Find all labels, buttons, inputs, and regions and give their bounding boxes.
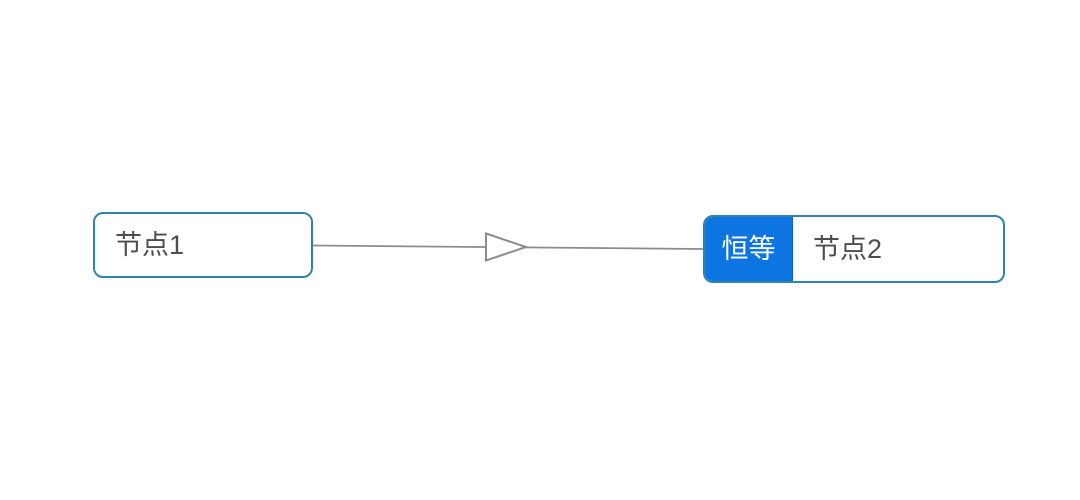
arrowhead-icon bbox=[485, 232, 530, 262]
edge-node1-node2[interactable] bbox=[312, 244, 704, 250]
node2-badge[interactable]: 恒等 bbox=[705, 217, 793, 281]
node-node2[interactable]: 恒等 节点2 bbox=[703, 215, 1005, 283]
node2-label: 节点2 bbox=[813, 233, 883, 264]
node-node1[interactable]: 节点1 bbox=[93, 212, 313, 278]
node1-label: 节点1 bbox=[115, 229, 185, 260]
